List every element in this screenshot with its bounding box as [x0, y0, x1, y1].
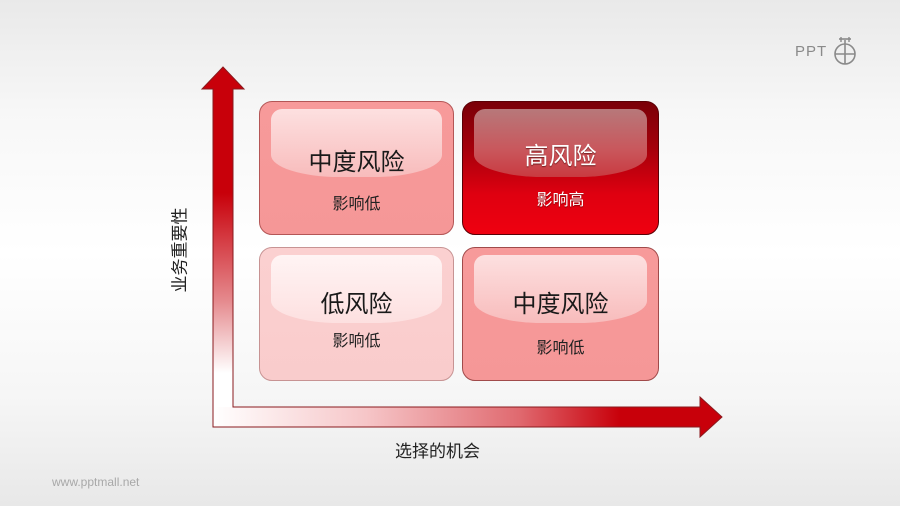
risk-cell-medium-bottom-right: 中度风险 影响低: [462, 247, 659, 381]
cell-gloss: [474, 109, 647, 177]
cell-subtitle: 影响低: [332, 331, 381, 350]
cell-title: 中度风险: [308, 148, 405, 176]
cell-title: 中度风险: [512, 290, 609, 318]
cell-gloss: [271, 109, 442, 177]
footer-url: www.pptmall.net: [52, 475, 140, 489]
y-axis-label: 业务重要性: [166, 208, 191, 293]
y-axis-label-text: 业务重要性: [170, 207, 191, 293]
logo-text: PPT: [795, 42, 828, 60]
cell-gloss: [271, 255, 442, 323]
x-axis-arrow: [213, 397, 722, 437]
brand-logo: PPT: [795, 36, 859, 66]
cell-subtitle: 影响低: [536, 338, 585, 357]
risk-cell-medium-top-left: 中度风险 影响低: [259, 101, 454, 235]
cell-title: 高风险: [524, 142, 597, 170]
cell-gloss: [474, 255, 647, 323]
ppt-mao-logo-icon: [834, 37, 856, 65]
cell-subtitle: 影响低: [332, 194, 381, 213]
cell-title: 低风险: [320, 290, 393, 318]
x-axis-label: 选择的机会: [395, 442, 480, 462]
cell-subtitle: 影响高: [536, 190, 585, 209]
risk-cell-high: 高风险 影响高: [462, 101, 659, 235]
y-axis-arrow: [202, 67, 244, 427]
risk-cell-low: 低风险 影响低: [259, 247, 454, 381]
